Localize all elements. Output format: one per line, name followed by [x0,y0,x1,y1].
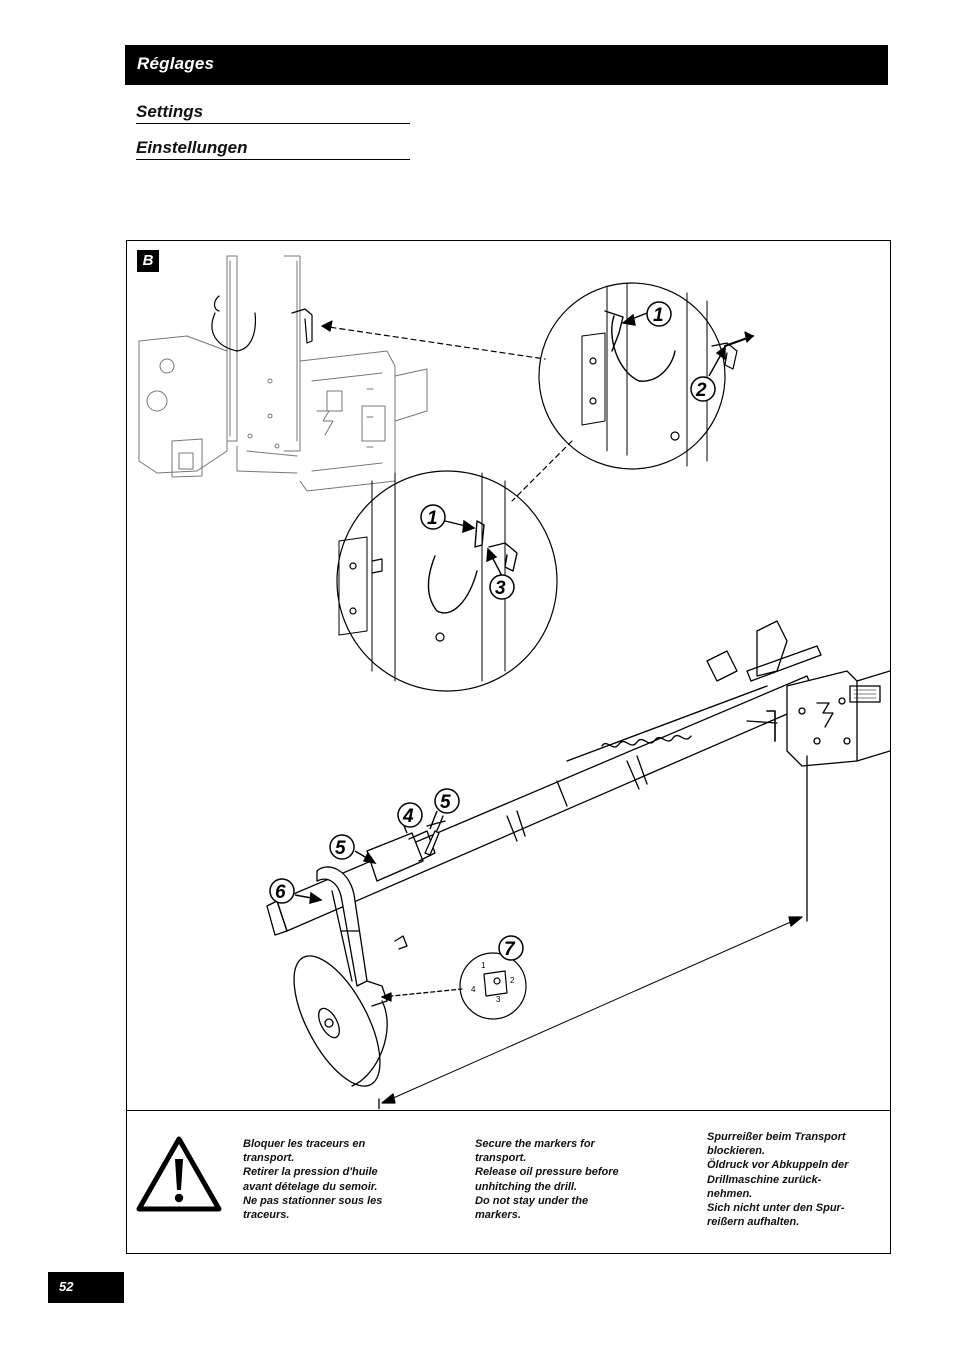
warning-text-fr: Bloquer les traceurs en transport. Retir… [243,1138,383,1222]
figure-frame [126,240,891,1254]
callout-4: 4 [402,806,414,827]
callout-1-lower: 1 [427,508,438,529]
section-header-bar: Réglages [125,45,888,85]
frame-detail-drawing [138,255,428,492]
disc-position-4: 4 [471,985,476,994]
top-left-pin-chain [211,295,313,352]
warning-text-en: Secure the markers for transport. Releas… [475,1138,619,1222]
callout-2: 2 [695,380,707,401]
page-number: 52 [59,1279,74,1294]
callout-3: 3 [495,578,506,599]
subtitle-einstellungen: Einstellungen [136,138,410,160]
detail-circle-adjust [459,952,527,1020]
callout-5-upper: 5 [440,792,451,813]
detail-circle-lower [336,470,558,692]
detail-leader-2 [511,440,573,502]
warning-triangle-icon [136,1136,222,1212]
disc-position-2: 2 [510,976,515,985]
subtitle-settings-text: Settings [136,102,204,121]
subtitle-settings: Settings [136,102,410,124]
callout-1-upper: 1 [653,305,664,326]
callout-labels: 1 2 1 3 4 5 5 6 7 1 2 3 4 [269,301,716,1004]
disc-position-1: 1 [481,961,486,970]
detail-leader-1 [321,325,546,360]
figure-label: B [137,250,159,272]
warning-divider [126,1110,891,1111]
callout-6: 6 [275,882,286,903]
detail-circle-upper [538,282,754,470]
warning-text-de: Spurreißer beim Transport blockieren. Öl… [707,1131,849,1229]
subtitle-einstellungen-text: Einstellungen [136,138,248,157]
disc-position-3: 3 [496,995,501,1004]
section-title: Réglages [137,54,215,73]
marker-arm [266,620,890,1109]
page-number-box: 52 [48,1272,124,1303]
marker-illustration: 1 2 1 3 4 5 5 6 7 1 2 3 4 [138,255,890,1109]
callout-5-lower: 5 [335,838,346,859]
callout-7: 7 [504,939,516,960]
